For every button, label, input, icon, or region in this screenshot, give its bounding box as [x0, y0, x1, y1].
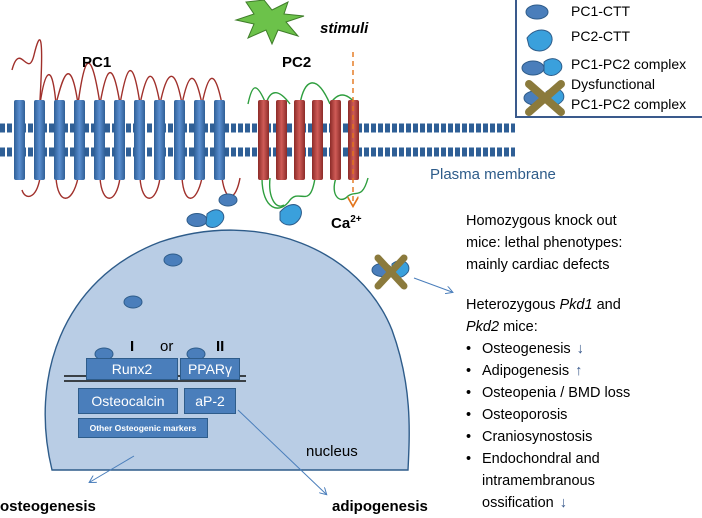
pc1-ctt-legend-icon — [525, 4, 549, 20]
pparg-box: PPARγ — [180, 358, 240, 380]
homozygous-line-2: mice: lethal phenotypes: — [466, 235, 623, 251]
dysfunctional-legend-icon — [523, 80, 565, 116]
pc2-label: PC2 — [282, 54, 312, 71]
homozygous-line-1: Homozygous knock out — [466, 213, 617, 229]
phenotype-text: Craniosynostosis — [482, 429, 593, 445]
other-osteogenic-markers-box: Other Osteogenic markers — [78, 418, 208, 438]
pc1-label: PC1 — [82, 54, 112, 71]
hetero-and: and — [592, 297, 621, 313]
plasma-membrane — [0, 123, 515, 157]
stimuli-label: stimuli — [320, 20, 369, 37]
pkd1-gene: Pkd1 — [559, 297, 593, 313]
pathway-two-label: II — [216, 338, 225, 355]
dysfunctional-complex-icon — [371, 254, 410, 290]
phenotype-item: Adipogenesis ↑ — [466, 360, 630, 382]
osteogenesis-arrow — [90, 455, 135, 482]
pc1-ctt-fragment — [218, 193, 238, 207]
adipogenesis-arrow — [237, 409, 326, 494]
phenotype-text: ossification — [482, 495, 554, 511]
phenotype-item: Osteogenesis ↓ — [466, 338, 630, 360]
phenotype-item: Craniosynostosis — [466, 426, 630, 448]
pc2-transmembrane — [258, 100, 359, 180]
phenotype-list: Osteogenesis ↓ Adipogenesis ↑ Osteopenia /… — [466, 338, 630, 514]
phenotype-text: Osteopenia / BMD loss — [482, 385, 631, 401]
phenotype-item: Osteoporosis — [466, 404, 630, 426]
ap2-box: aP-2 — [184, 388, 236, 414]
phenotype-item-continued: ossification ↓ — [466, 492, 630, 514]
complex-legend-icon — [521, 58, 563, 76]
pc1-ctt-in-nucleus — [123, 295, 143, 309]
homozygous-line-3: mainly cardiac defects — [466, 257, 610, 273]
homozygous-note: Homozygous knock out mice: lethal phenot… — [466, 210, 622, 276]
pc2-ctt-fragment — [279, 204, 302, 226]
phenotype-text: Osteogenesis — [482, 341, 571, 357]
pkd2-gene: Pkd2 — [466, 319, 500, 335]
phenotype-text: Osteoporosis — [482, 407, 568, 423]
pc1-ctt-in-nucleus — [163, 253, 183, 267]
calcium-charge: 2+ — [350, 214, 362, 225]
runx2-box: Runx2 — [86, 358, 178, 380]
phenotype-text: Adipogenesis — [482, 363, 570, 379]
hetero-prefix: Heterozygous — [466, 297, 560, 313]
legend-icons — [521, 4, 565, 116]
legend: PC1-CTT PC2-CTT PC1-PC2 complex Dysfunct… — [515, 0, 702, 118]
up-arrow-icon: ↑ — [575, 363, 583, 379]
hetero-mice: mice: — [499, 319, 538, 335]
stimuli-star-icon — [234, 0, 305, 46]
calcium-symbol: Ca — [331, 215, 351, 232]
adipogenesis-outcome-label: adipogenesis — [332, 498, 428, 515]
or-label: or — [160, 338, 174, 355]
osteogenesis-outcome-label: osteogenesis — [0, 498, 96, 515]
pc1-loops — [11, 39, 241, 199]
phenotype-arrow — [413, 277, 452, 292]
pc1-transmembrane — [14, 100, 225, 180]
plasma-membrane-label: Plasma membrane — [430, 166, 556, 183]
nucleus-label: nucleus — [306, 443, 358, 460]
calcium-label: Ca2+ — [331, 214, 362, 232]
phenotype-item: Endochondral and — [466, 448, 630, 470]
pathway-one-label: I — [130, 338, 135, 355]
phenotype-text: intramembranous — [482, 473, 595, 489]
pc1-pc2-complex-fragment — [186, 209, 225, 228]
phenotype-text: Endochondral and — [482, 451, 600, 467]
legend-complex: PC1-PC2 complex — [571, 56, 687, 72]
down-arrow-icon: ↓ — [559, 495, 567, 511]
down-arrow-icon: ↓ — [576, 341, 584, 357]
legend-pc1-ctt: PC1-CTT — [571, 3, 631, 19]
pc2-ctt-legend-icon — [526, 29, 553, 52]
osteocalcin-box: Osteocalcin — [78, 388, 178, 414]
legend-dysfunctional: Dysfunctional — [571, 76, 656, 92]
phenotype-item-continued: intramembranous — [466, 470, 630, 492]
phenotype-item: Osteopenia / BMD loss — [466, 382, 630, 404]
heterozygous-note: Heterozygous Pkd1 and Pkd2 mice: — [466, 294, 698, 338]
legend-dysfunctional-complex: PC1-PC2 complex — [571, 96, 687, 112]
legend-pc2-ctt: PC2-CTT — [571, 28, 631, 44]
